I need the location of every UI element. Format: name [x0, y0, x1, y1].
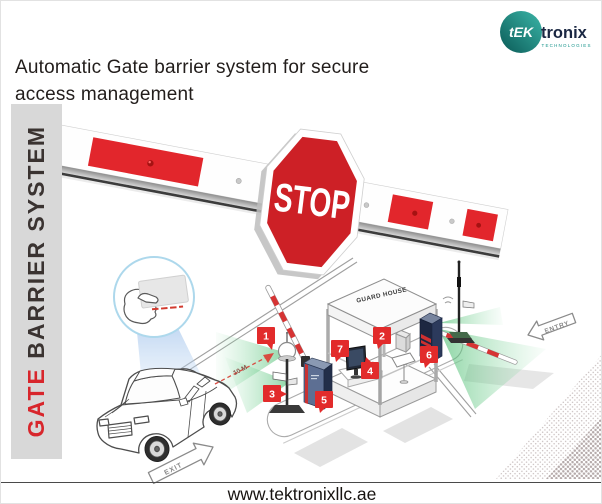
- logo-mark: tEK: [509, 24, 534, 40]
- page-title: Automatic Gate barrier system for secure…: [15, 54, 369, 108]
- svg-text:5: 5: [321, 395, 327, 407]
- logo: tEK tronix TECHNOLOGIES: [500, 11, 592, 53]
- server-cabinet: [395, 329, 411, 354]
- logo-name: tronix: [541, 24, 588, 42]
- marker-5: 5: [315, 391, 333, 413]
- logo-tagline: TECHNOLOGIES: [542, 43, 592, 48]
- marker-1: 1: [257, 327, 275, 350]
- logo-circle: [500, 11, 542, 53]
- lane-stripes: [294, 407, 453, 467]
- dot-pattern: [496, 355, 601, 479]
- svg-text:3: 3: [269, 389, 275, 401]
- svg-text:6: 6: [426, 350, 432, 362]
- marker-3: 3: [263, 385, 287, 402]
- side-banner-text: GATE BARRIER SYSTEM: [23, 125, 49, 438]
- side-banner: GATE BARRIER SYSTEM: [11, 104, 62, 459]
- markers: 1 2 3 4 5 6 7: [257, 327, 438, 413]
- marker-4: 4: [361, 357, 379, 379]
- title-line-1: Automatic Gate barrier system for secure: [15, 57, 370, 78]
- marker-6: 6: [420, 346, 438, 368]
- stop-label: STOP: [272, 176, 353, 229]
- card-reader: [391, 352, 416, 384]
- rfid-number-dashes: [151, 305, 184, 311]
- camera-pole-left: [269, 332, 305, 413]
- svg-text:1: 1: [263, 331, 269, 343]
- rfid-magnifier: [113, 256, 195, 338]
- monitor: [345, 345, 367, 379]
- svg-text:7: 7: [337, 344, 343, 356]
- footer-url: www.tektronixllc.ae: [227, 484, 377, 504]
- svg-text:4: 4: [367, 366, 373, 378]
- marker-7: 7: [331, 340, 349, 362]
- footer-divider: [1, 482, 601, 483]
- title-line-2: access management: [15, 84, 194, 105]
- guard-house: GUARD HOUSE: [326, 278, 438, 418]
- svg-text:2: 2: [379, 331, 385, 343]
- thumb: [137, 292, 159, 304]
- stop-sign: STOP: [254, 128, 365, 280]
- car: [96, 367, 238, 462]
- entry-arrow: ENTRY: [527, 312, 577, 341]
- marker-2: 2: [373, 327, 391, 349]
